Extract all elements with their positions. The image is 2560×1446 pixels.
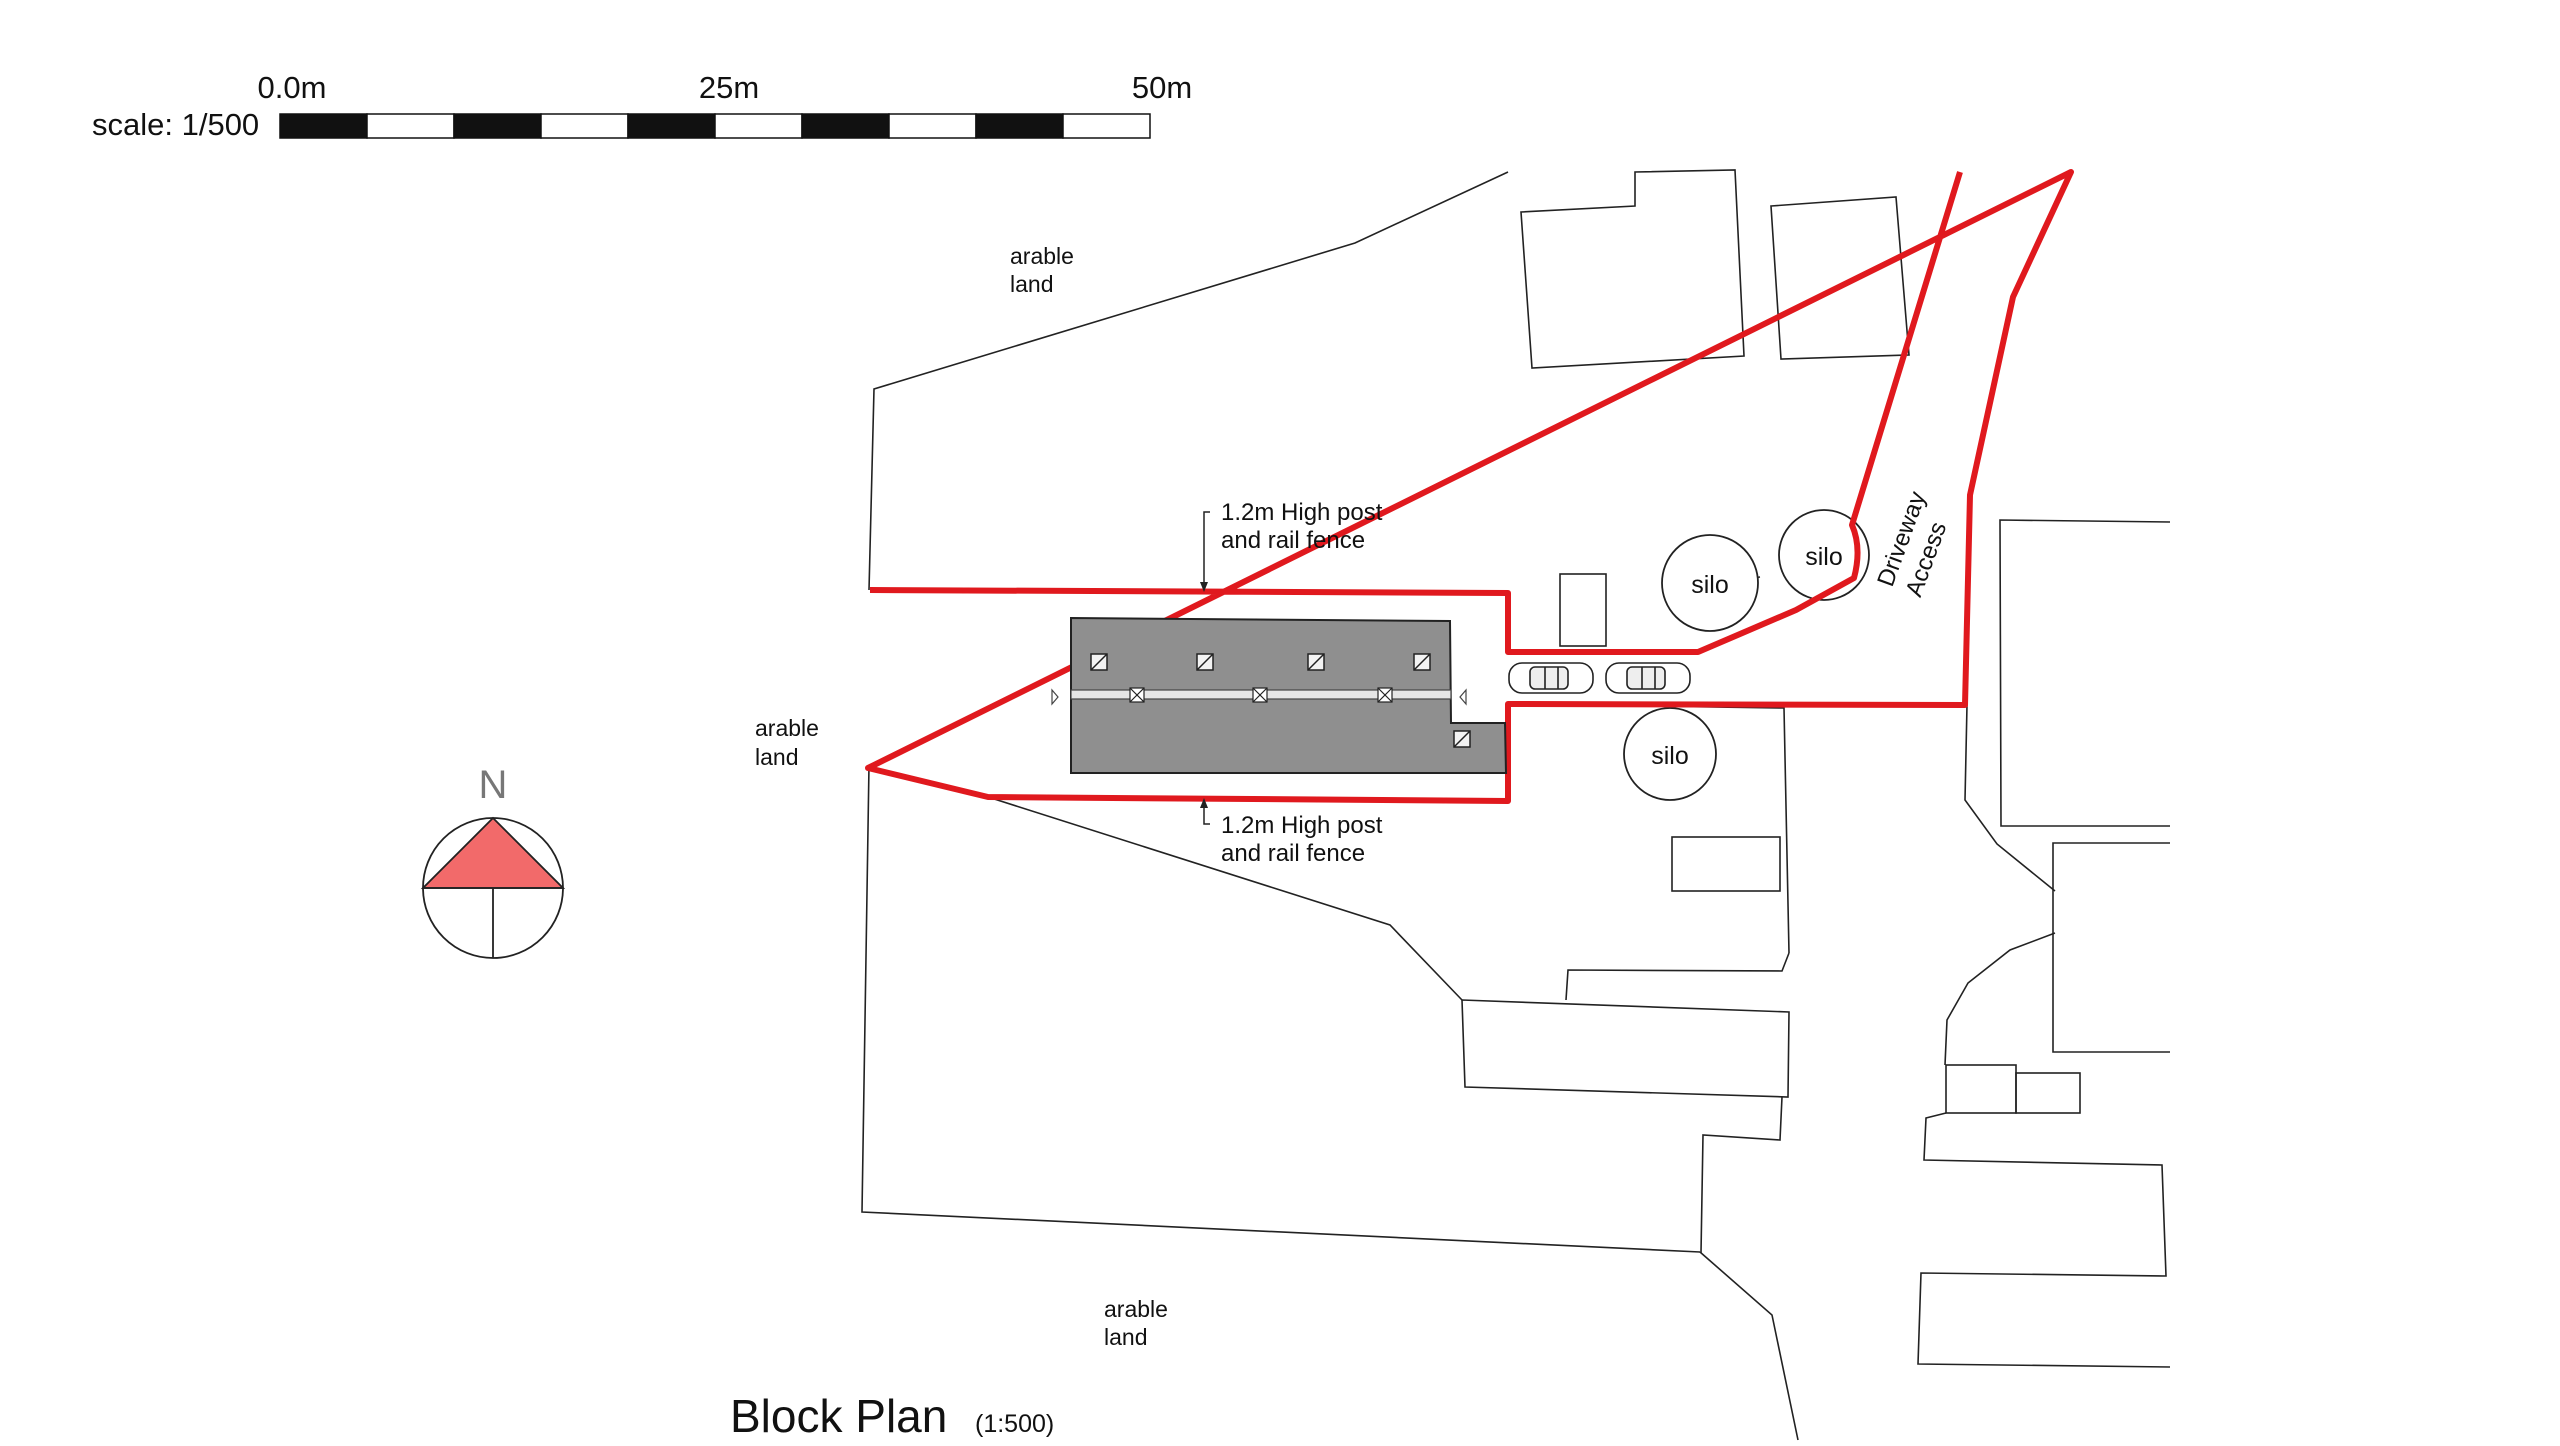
building-north-2 [1770, 196, 1910, 360]
site-boundary [865, 169, 2074, 804]
building-mid [1671, 836, 1781, 892]
arable-north-line-2: land [1010, 271, 1053, 297]
small-shed [1559, 573, 1607, 647]
building-south [1461, 999, 1790, 1098]
scale-tick-50: 50m [1132, 70, 1192, 105]
arable-south-line-2: land [1104, 1324, 1147, 1350]
arable-north-line-1: arable [1010, 243, 1074, 269]
scale-bar: scale: 1/500 0.0m 25m 50m [92, 70, 1192, 142]
silo-3-label: silo [1651, 742, 1689, 770]
car-1-icon [1508, 662, 1594, 694]
arable-west-line-2: land [755, 744, 798, 770]
scale-label: scale: 1/500 [92, 107, 259, 142]
arable-west-line-1: arable [755, 715, 819, 741]
silo-3 [1623, 707, 1717, 801]
fence-annotation-south: 1.2m High post and rail fence [1200, 798, 1383, 867]
title-scale: (1:500) [975, 1410, 1054, 1438]
fence-annotation-north: 1.2m High post and rail fence [1200, 499, 1383, 592]
car-2-icon [1605, 662, 1691, 694]
north-arrow: N [420, 763, 566, 959]
arable-land-west: arable land [755, 715, 819, 770]
silo-2 [1778, 509, 1870, 601]
arable-land-north: arable land [1010, 243, 1074, 297]
arable-south-line-1: arable [1104, 1296, 1168, 1322]
driveway-label: Driveway Access [1872, 488, 1952, 600]
east-shed-1 [1945, 1064, 2017, 1114]
site-context [861, 169, 2171, 1441]
silos: silo silo silo [1623, 509, 1870, 801]
title-main: Block Plan [730, 1390, 947, 1442]
fence-north-line-1: 1.2m High post [1221, 499, 1383, 526]
arable-land-south: arable land [1104, 1296, 1168, 1350]
site-boundary-outline [865, 169, 2074, 804]
scale-tick-0: 0.0m [258, 70, 327, 105]
scale-tick-25: 25m [699, 70, 759, 105]
silo-1 [1661, 534, 1759, 632]
drawing-title: Block Plan (1:500) [730, 1390, 1054, 1442]
north-label: N [479, 763, 508, 807]
proposed-building [1051, 616, 1508, 774]
parked-cars [1508, 662, 1691, 694]
silo-1-label: silo [1691, 571, 1729, 599]
scale-bar-segments [279, 113, 1151, 139]
silo-2-label: silo [1805, 543, 1843, 571]
fence-south-line-2: and rail fence [1221, 840, 1365, 867]
building-north-1 [1520, 169, 1745, 369]
fence-south-line-1: 1.2m High post [1221, 812, 1383, 839]
east-shed-2 [2015, 1072, 2081, 1114]
fence-north-line-2: and rail fence [1221, 527, 1365, 554]
